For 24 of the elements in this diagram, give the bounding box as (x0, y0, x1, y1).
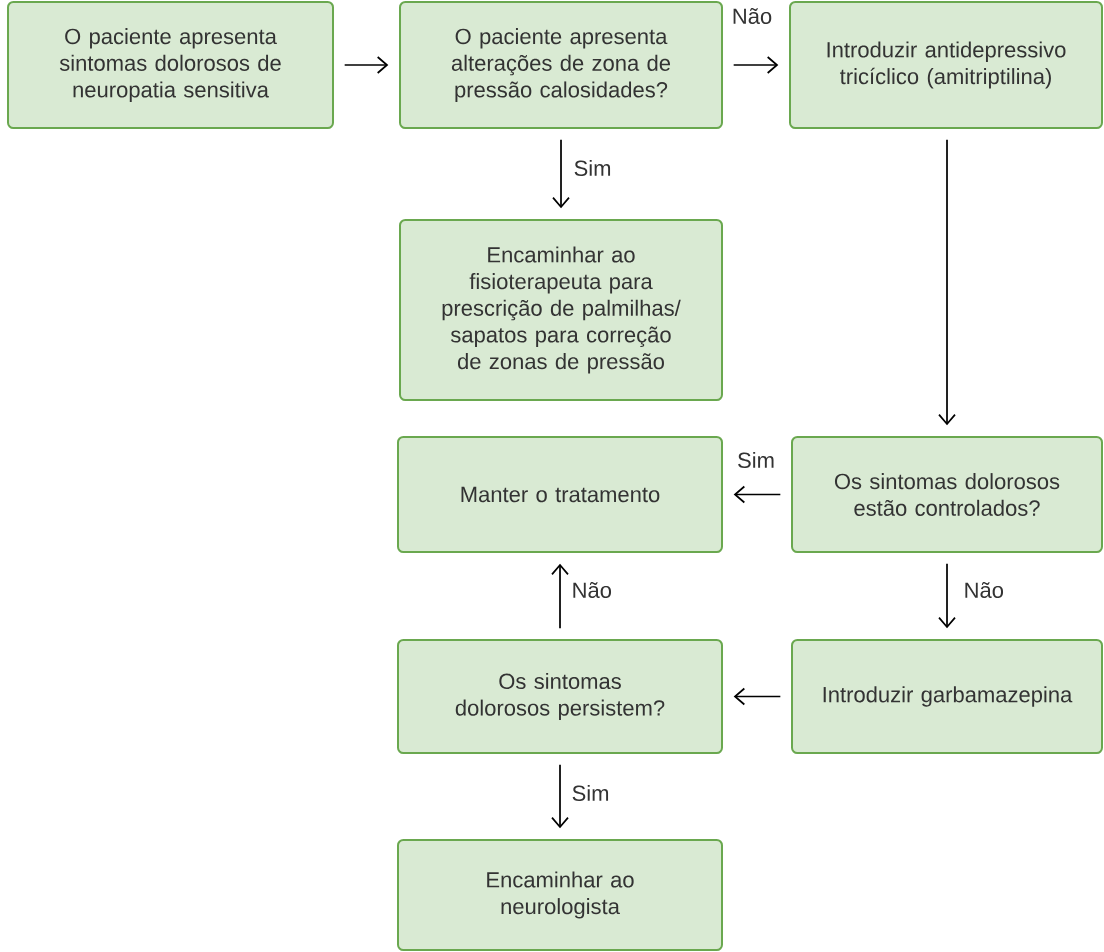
process-box: Os sintomas dolorosos estão controlados? (791, 436, 1103, 553)
process-box: Os sintomas dolorosos persistem? (397, 639, 723, 754)
arrow (343, 56, 389, 74)
edge-label: Não (733, 8, 772, 24)
arrow (552, 138, 570, 209)
process-box: Introduzir garbamazepina (791, 639, 1103, 754)
arrow (938, 562, 956, 629)
process-box: Encaminhar ao fisioterapeuta para prescrição de palmilhas/ sapatos para correção de zonas de pressão (399, 219, 723, 401)
process-box: Introduzir antidepressivo tricíclico (amitriptilina) (789, 1, 1103, 129)
arrow (551, 563, 569, 630)
process-box: O paciente apresenta sintomas dolorosos de neuropatia sensitiva (7, 1, 334, 129)
arrow (551, 763, 569, 829)
arrow (732, 56, 779, 74)
process-box: O paciente apresenta alterações de zona de pressão calosidades? (399, 1, 723, 129)
edge-label: Sim (572, 784, 609, 802)
edge-label: Sim (738, 451, 774, 469)
arrow (733, 485, 782, 504)
arrow (938, 138, 956, 426)
edge-label: Sim (574, 159, 611, 177)
process-box: Encaminhar ao neurologista (397, 839, 723, 951)
edge-label: Não (573, 582, 612, 598)
process-box: Manter o tratamento (397, 436, 723, 553)
edge-label: Não (965, 582, 1004, 598)
arrow (733, 687, 782, 706)
